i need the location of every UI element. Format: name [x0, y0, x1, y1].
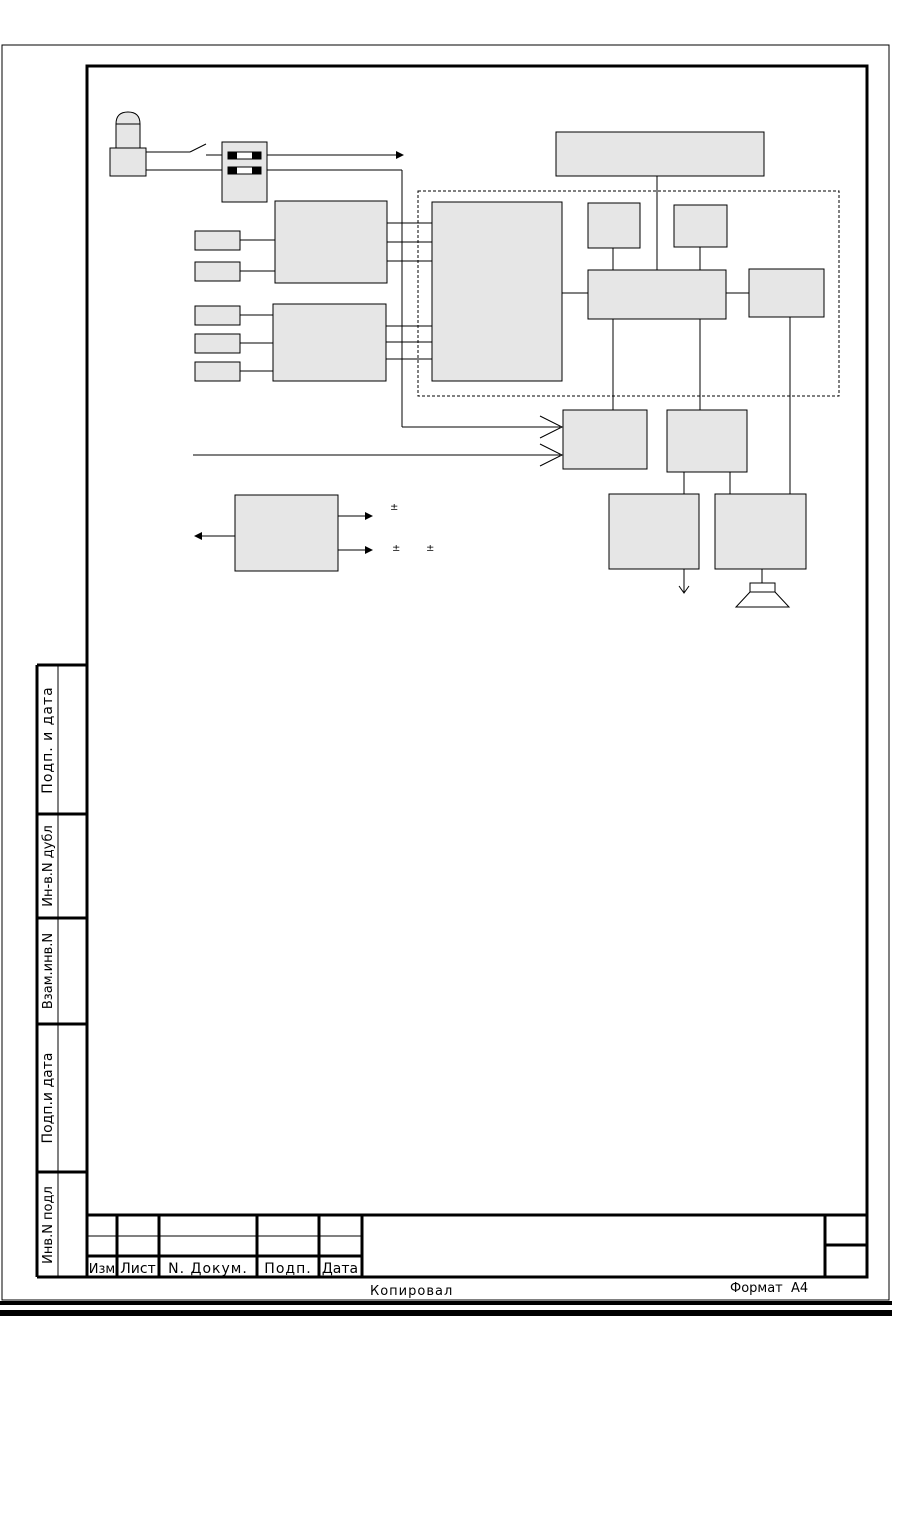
block-right: [748, 268, 825, 318]
block-top-wide: [555, 131, 765, 177]
block-lower-2: [666, 409, 748, 473]
block-lower-1: [562, 409, 648, 470]
block-small-2: [673, 204, 728, 248]
block-controller: [587, 269, 727, 320]
col-izm: Изм: [89, 1262, 115, 1277]
input-box-5: [194, 361, 241, 382]
side-stamp: Подп. и дата Ин-в.N дубл Взам.инв.N Подп…: [35, 663, 87, 1279]
block-small-1: [587, 202, 641, 249]
footer-format: Формат А4: [730, 1281, 808, 1296]
side-stamp-inv-dubl: Ин-в.N дубл: [41, 825, 56, 907]
sensor-dome: [115, 111, 141, 149]
side-stamp-inv-podl: Инв.N подл: [41, 1186, 56, 1264]
block-processor: [431, 201, 563, 382]
bottom-rule-thick: [0, 1301, 892, 1305]
col-data: Дата: [322, 1261, 358, 1277]
input-box-4: [194, 333, 241, 354]
bottom-rule-thicker: [0, 1310, 892, 1316]
block-diagram: ± ± ±: [109, 111, 840, 608]
pm-symbol-2: ±: [392, 543, 400, 554]
block-power-supply: [234, 494, 339, 572]
block-output-2: [714, 493, 807, 570]
side-stamp-podp-data-1: Подп.и дата: [40, 1053, 56, 1144]
sensor-base: [109, 147, 147, 177]
side-stamp-vzam-inv: Взам.инв.N: [41, 933, 56, 1009]
title-block: Изм Лист N. Докум. Подп. Дата: [87, 1213, 867, 1277]
block-converter-1: [274, 200, 388, 284]
footer-copied: Копировал: [370, 1284, 453, 1299]
speaker-icon: [734, 569, 791, 608]
dashed-group: [417, 190, 840, 397]
input-box-2: [194, 261, 241, 282]
outer-frame: [1, 44, 890, 1301]
inner-frame: [85, 64, 869, 1279]
input-box-3: [194, 305, 241, 326]
input-box-1: [194, 230, 241, 251]
pm-symbol-1: ±: [390, 502, 398, 513]
col-n-dokum: N. Докум.: [168, 1261, 248, 1277]
col-podp: Подп.: [264, 1261, 311, 1277]
pm-symbol-3: ±: [426, 543, 434, 554]
col-list: Лист: [120, 1261, 155, 1277]
block-converter-2: [272, 303, 387, 382]
side-stamp-podp-data-2: Подп. и дата: [40, 686, 56, 793]
block-output-1: [608, 493, 700, 570]
